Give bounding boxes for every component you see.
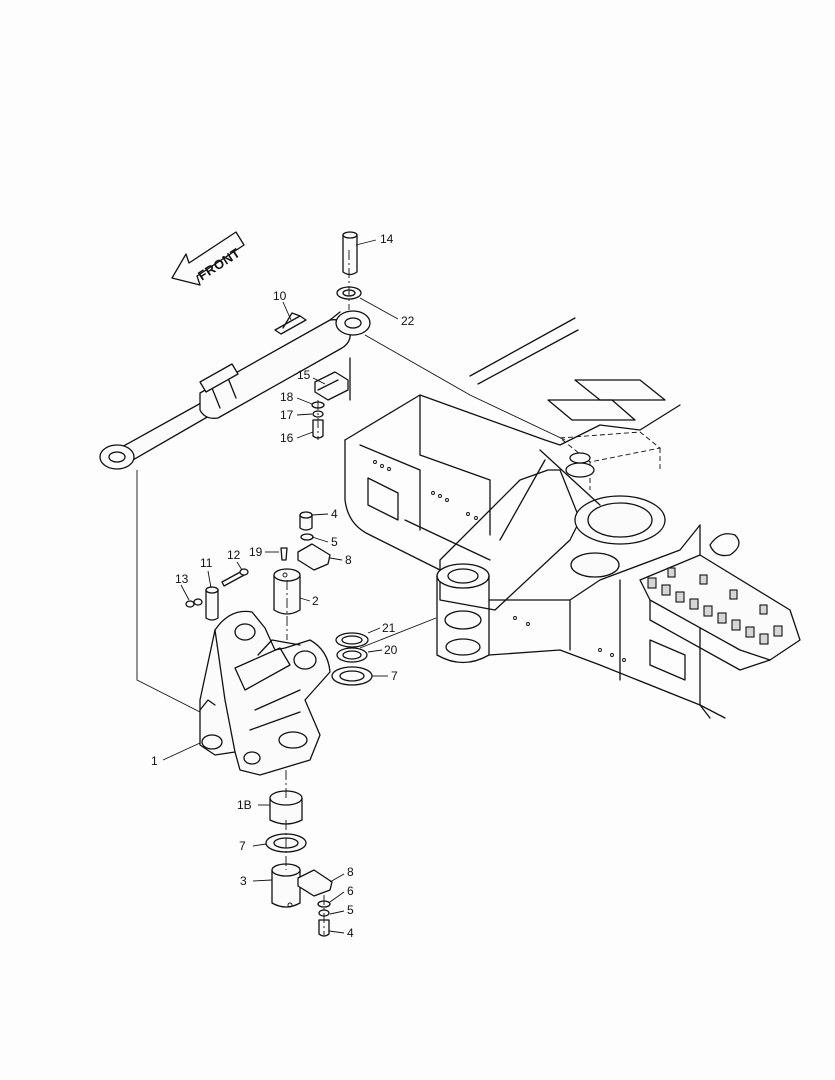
callout-3: 3	[240, 874, 247, 888]
callout-2: 2	[312, 594, 319, 608]
callout-22: 22	[401, 314, 415, 328]
control-valve-assembly	[639, 554, 801, 671]
callout-18: 18	[280, 390, 294, 404]
callout-14: 14	[380, 232, 394, 246]
swing-frame	[344, 317, 740, 719]
lower-pin-group	[265, 790, 333, 937]
callout-6: 6	[347, 884, 354, 898]
callout-12: 12	[227, 548, 241, 562]
callout-17: 17	[280, 408, 294, 422]
callout-8-upper: 8	[345, 553, 352, 567]
callout-5-lower: 5	[347, 903, 354, 917]
callout-8-lower: 8	[347, 865, 354, 879]
assembly-center-lines	[136, 250, 566, 935]
callout-10: 10	[273, 289, 287, 303]
callout-16: 16	[280, 431, 294, 445]
callout-15: 15	[297, 368, 311, 382]
swing-bracket	[199, 610, 331, 776]
callout-7-upper: 7	[391, 669, 398, 683]
callout-4-upper: 4	[331, 507, 338, 521]
callout-11: 11	[200, 556, 213, 570]
callout-1B: 1B	[237, 798, 252, 812]
front-direction-arrow: FRONT	[171, 231, 245, 286]
pin-11-bolt-12	[185, 568, 249, 621]
callout-20: 20	[384, 643, 398, 657]
leader-lines	[162, 239, 399, 934]
callout-1: 1	[151, 754, 158, 768]
callout-19: 19	[249, 545, 263, 559]
callout-4-lower: 4	[347, 926, 354, 940]
callout-13: 13	[175, 572, 189, 586]
callout-labels: 14 22 10 15 18 17 16 4 5 8 19 2 12 11 13…	[151, 232, 415, 940]
callout-7-lower: 7	[239, 839, 246, 853]
seal-and-shim-upper	[331, 632, 373, 686]
swing-cylinder	[99, 310, 371, 470]
callout-21: 21	[382, 621, 396, 635]
callout-5-upper: 5	[331, 535, 338, 549]
